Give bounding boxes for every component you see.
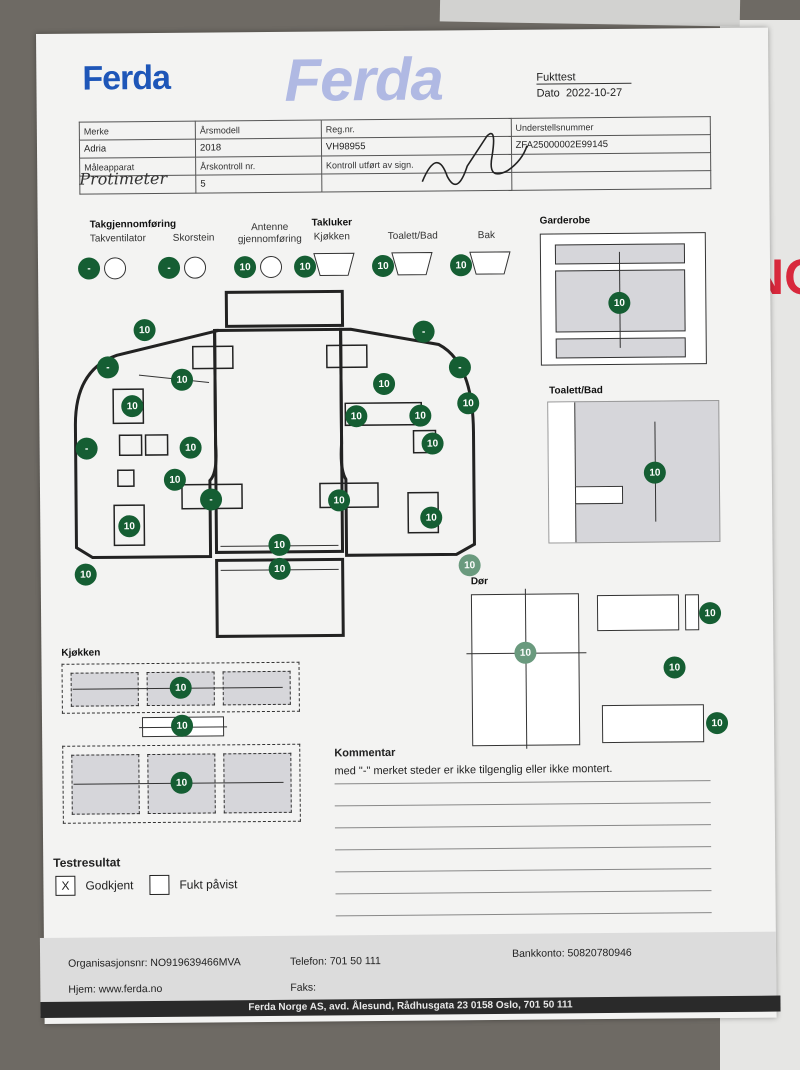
footer-org: Organisasjonsnr: NO919639466MVA — [68, 956, 241, 970]
toilet-reading-badge: 10 — [643, 461, 666, 484]
footer-phone: Telefon: 701 50 111 — [290, 955, 381, 968]
toilet-title: Toalett/Bad — [549, 385, 603, 397]
door-side-reading-badge: 10 — [705, 711, 729, 735]
toilet-diagram: 10 — [547, 400, 721, 544]
door-frame-diagram — [596, 594, 680, 632]
floor-reading-badge: 10 — [327, 489, 351, 512]
floor-reading-badge: 10 — [268, 557, 291, 580]
floor-reading-badge: 10 — [457, 392, 480, 415]
outside-reading-badge: 10 — [74, 563, 97, 586]
footer-bank: Bankkonto: 50820780946 — [511, 946, 632, 960]
roof-item-label: Toalett/Bad — [387, 230, 438, 242]
roof-item-label: Antenne gjennomføring — [237, 221, 302, 246]
floor-reading-badge: 10 — [345, 405, 368, 428]
background-paper-top — [439, 0, 741, 27]
window-frame-diagram — [601, 704, 705, 744]
roof-hatches-title: Takluker — [311, 217, 353, 229]
floor-reading-badge: - — [448, 356, 472, 379]
floor-reading-badge: - — [75, 437, 98, 460]
label-year: Årsmodell — [195, 120, 322, 140]
door-reading-badge: 10 — [514, 641, 537, 664]
garderobe-diagram: 10 — [539, 232, 707, 366]
floor-reading-badge: - — [199, 488, 223, 511]
floor-reading-badge: 10 — [163, 468, 186, 491]
floor-reading-badge: 10 — [421, 432, 444, 455]
roof-item-label: Kjøkken — [313, 231, 350, 243]
vehicle-info-table: Merke Årsmodell Reg.nr. Understellsnumme… — [79, 116, 712, 195]
chimney-icon — [183, 256, 207, 279]
floor-reading-badge: - — [412, 320, 435, 343]
garderobe-title: Garderobe — [539, 215, 591, 227]
roof-section-title: Takgjennomføring — [89, 218, 177, 231]
roof-item-label: Takventilator — [89, 233, 146, 245]
floor-reading-badge: 10 — [268, 533, 291, 556]
reading-badge: - — [77, 257, 101, 280]
floor-reading-badge: 10 — [170, 368, 194, 391]
signature-scribble — [421, 132, 528, 186]
value-make: Adria — [79, 139, 196, 159]
door-title: Dør — [470, 576, 489, 588]
value-annual-check: 5 — [195, 174, 322, 194]
value-chassis: ZFA25000002E99145 — [511, 134, 711, 155]
kitchen-drawer-diagram: 10 — [139, 714, 228, 738]
approved-label: Godkjent — [85, 878, 134, 893]
floor-reading-badge: 10 — [121, 395, 144, 418]
door-side-reading-badge: 10 — [663, 656, 686, 679]
instrument-handwritten: Protimeter — [79, 168, 168, 189]
garderobe-reading-badge: 10 — [608, 291, 631, 315]
comment-title: Kommentar — [334, 746, 396, 760]
kitchen-reading-badge: 10 — [170, 714, 194, 737]
doc-title: Fukttest — [536, 70, 632, 85]
moisture-found-label: Fukt påvist — [179, 877, 238, 892]
value-year: 2018 — [195, 138, 322, 158]
footer-fax: Faks: — [290, 981, 317, 994]
roof-item-label: Bak — [477, 230, 496, 242]
kitchen-diagram-top: 10 — [61, 661, 300, 714]
roof-vent-icon — [103, 257, 127, 280]
roof-hatch-icon — [469, 251, 511, 275]
approved-checkbox[interactable]: X — [55, 875, 76, 896]
floor-reading-badge: 10 — [372, 372, 396, 396]
moisture-found-checkbox[interactable] — [149, 874, 170, 896]
kitchen-reading-badge: 10 — [169, 676, 192, 699]
kitchen-reading-badge: 10 — [170, 771, 193, 794]
ferda-stamp-watermark: Ferda — [284, 45, 444, 114]
outside-reading-badge: 10 — [458, 554, 481, 577]
door-side-reading-badge: 10 — [698, 602, 722, 625]
label-chassis: Understellsnummer — [510, 116, 711, 137]
footer-web: Hjem: www.ferda.no — [68, 982, 163, 996]
roof-item-label: Skorstein — [172, 232, 215, 244]
floor-reading-badge: 10 — [409, 404, 432, 427]
kitchen-title: Kjøkken — [61, 647, 101, 659]
comment-text: med "-" merket steder er ikke tilgenglig… — [334, 762, 613, 778]
label-make: Merke — [79, 121, 196, 141]
floor-reading-badge: 10 — [179, 436, 202, 459]
kitchen-diagram-bottom: 10 — [62, 743, 301, 824]
result-title: Testresultat — [53, 855, 121, 870]
antenna-icon — [259, 255, 283, 279]
floor-reading-badge: 10 — [133, 318, 156, 342]
door-diagram: 10 — [466, 588, 587, 749]
ferda-logo: Ferda — [82, 58, 171, 98]
reading-badge: 10 — [233, 256, 257, 279]
floor-reading-badge: 10 — [420, 506, 443, 529]
label-annual-check: Årskontroll nr. — [195, 156, 322, 176]
roof-hatch-icon — [313, 252, 355, 277]
floor-reading-badge: 10 — [118, 515, 141, 538]
reading-badge: - — [157, 256, 181, 279]
date-label: Dato — [536, 87, 560, 100]
moisture-test-sheet: Ferda Ferda Fukttest Dato 2022-10-27 Mer… — [36, 27, 781, 1024]
date-value: 2022-10-27 — [565, 86, 623, 100]
date-row: Dato 2022-10-27 — [536, 87, 622, 100]
roof-hatch-icon — [391, 252, 433, 276]
floor-reading-badge: - — [96, 356, 120, 379]
